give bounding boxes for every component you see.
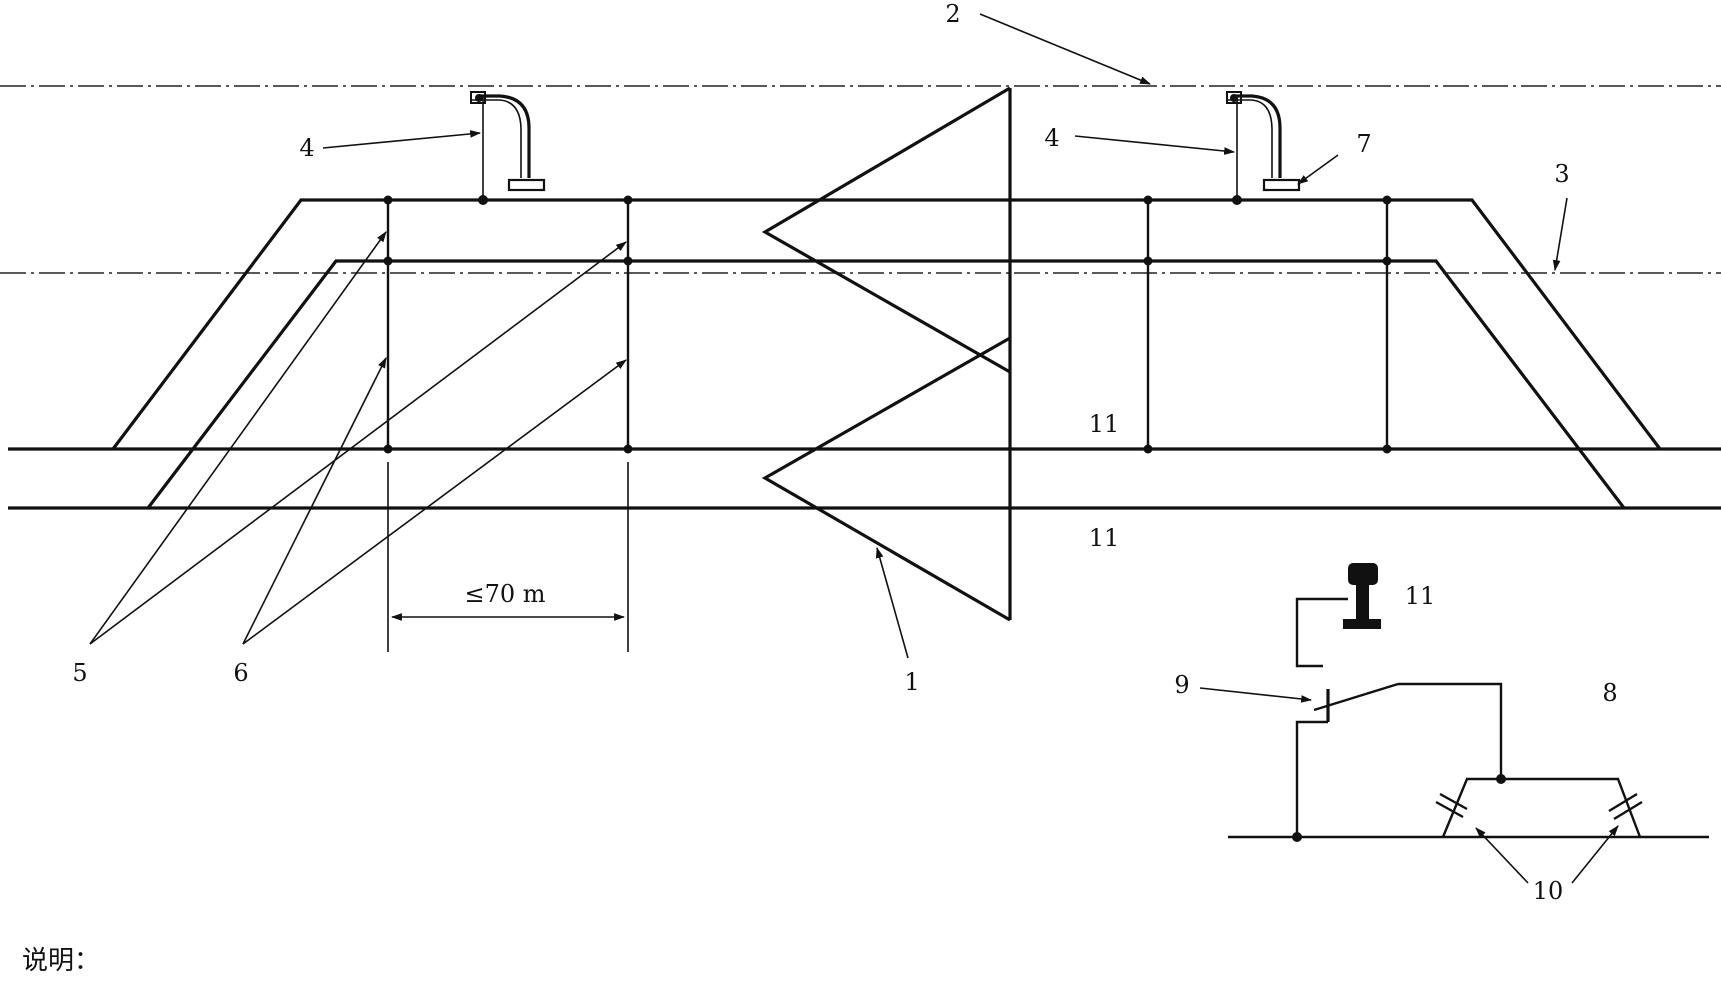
label-5: 5 [72, 659, 87, 687]
lamp-post-left [470, 91, 546, 200]
label-11-upper: 11 [1089, 410, 1120, 438]
dimension-label: ≤70 m [464, 580, 545, 608]
label-11-lower: 11 [1089, 524, 1120, 552]
label-3: 3 [1554, 160, 1569, 188]
platform-inner [146, 259, 1626, 509]
schematic-detail [1228, 597, 1709, 842]
caption-legend: 说明： [22, 946, 101, 976]
rail-cross-section-icon [1343, 563, 1381, 629]
label-4-right: 4 [1044, 124, 1059, 152]
label-11-detail: 11 [1405, 582, 1436, 610]
label-8: 8 [1602, 679, 1617, 707]
lamp-post-right [1226, 91, 1301, 200]
dimension-70m [387, 462, 629, 652]
label-6: 6 [233, 659, 248, 687]
label-1: 1 [904, 668, 919, 696]
label-4-left: 4 [299, 134, 314, 162]
break-symbol [761, 86, 1012, 622]
junction-nodes [383, 195, 1392, 454]
platform-outer [111, 198, 1662, 450]
leader-arrows [89, 13, 1619, 884]
label-7: 7 [1356, 130, 1371, 158]
label-2: 2 [945, 0, 960, 28]
label-10: 10 [1533, 877, 1564, 905]
label-9: 9 [1174, 671, 1189, 699]
